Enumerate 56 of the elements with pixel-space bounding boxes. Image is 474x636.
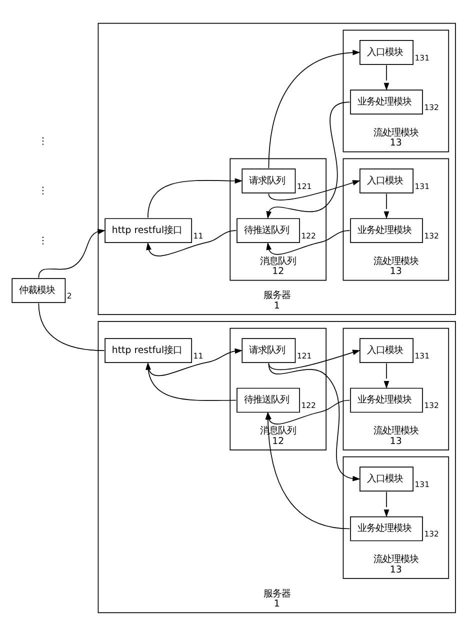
node-label: 121	[296, 351, 312, 360]
node-label: 13	[390, 564, 402, 576]
arrow	[384, 362, 390, 389]
arrow	[384, 492, 390, 518]
arrow	[384, 64, 390, 91]
node-label: 122	[301, 401, 316, 410]
node-label: 132	[424, 231, 439, 240]
arrow	[268, 180, 360, 200]
arrow	[268, 350, 360, 370]
node-label: 2	[66, 291, 72, 300]
node-box: 入口模块	[360, 466, 414, 492]
node-label: 13	[390, 436, 402, 447]
arrow	[268, 50, 360, 168]
node-box: 业务处理模块	[350, 388, 423, 413]
node-label: 1	[274, 598, 280, 610]
node-label: 132	[424, 530, 439, 539]
node-box: 业务处理模块	[350, 90, 423, 115]
node-box: 入口模块	[360, 40, 414, 65]
node-label: 132	[424, 102, 439, 112]
node-label: 13	[390, 266, 402, 278]
arrow	[146, 362, 237, 401]
node-box: 入口模块	[360, 168, 414, 194]
arrow	[266, 102, 350, 220]
arrow	[266, 230, 350, 255]
label: ⋮	[38, 186, 48, 197]
connector	[38, 303, 105, 351]
node-box: 待推送队列	[236, 388, 300, 413]
node-box: 待推送队列	[236, 218, 300, 244]
node-label: 121	[296, 182, 312, 191]
node-label: 1	[274, 300, 280, 312]
node-label: 131	[414, 480, 430, 489]
node-box: 仲裁模块	[12, 278, 66, 303]
arrow	[268, 362, 360, 482]
node-label: 131	[414, 53, 430, 62]
node-box: http restful接口	[104, 338, 192, 363]
arrow	[147, 178, 243, 218]
node-box: 请求队列	[242, 338, 296, 363]
node-label: 12	[272, 266, 284, 278]
node-label: 132	[424, 401, 439, 410]
node-box: 请求队列	[242, 168, 296, 194]
label: ⋮	[38, 136, 48, 147]
node-label: 13	[390, 138, 402, 149]
node-label: 11	[193, 231, 204, 240]
node-label: 12	[272, 436, 284, 447]
node-label: 131	[414, 182, 430, 191]
label: ⋮	[38, 235, 48, 246]
node-label: 131	[414, 351, 430, 360]
node-box: 业务处理模块	[350, 218, 423, 244]
arrow	[147, 348, 243, 376]
node-label: 122	[301, 231, 316, 240]
arrow	[384, 193, 390, 220]
node-box: 入口模块	[360, 338, 414, 363]
node-box: 业务处理模块	[350, 516, 423, 542]
node-box: http restful接口	[104, 218, 192, 244]
node-label: 11	[193, 351, 204, 360]
arrow	[146, 230, 237, 256]
